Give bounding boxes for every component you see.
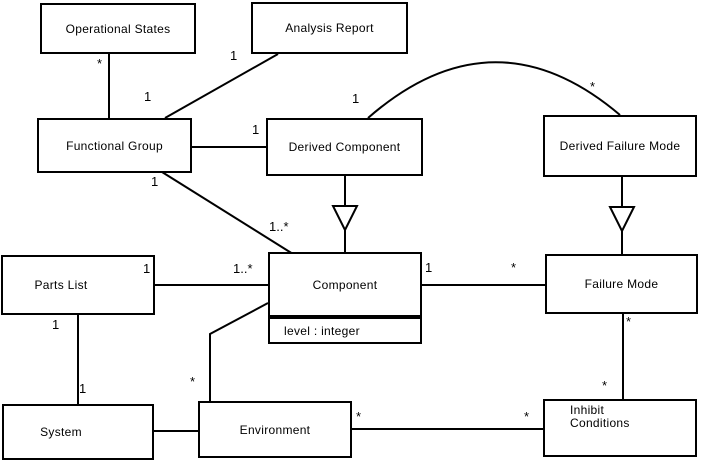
multiplicity-environment-top: *	[190, 374, 196, 389]
uml-class-parts-list: Parts List	[1, 255, 155, 315]
generalization-triangle-failure-mode	[608, 206, 636, 234]
multiplicity-derived-component-left: 1	[252, 122, 260, 137]
multiplicity-failure-mode-left: *	[511, 260, 517, 275]
uml-class-component-name-compartment: Component	[268, 252, 422, 317]
multiplicity-derived-failure-mode-arc-end: *	[590, 79, 596, 94]
uml-class-derived-component: Derived Component	[266, 118, 423, 176]
multiplicity-parts-list-bottom: 1	[52, 317, 60, 332]
uml-class-component-attribute-compartment: level : integer	[268, 317, 422, 344]
association-component-environment	[209, 302, 269, 401]
multiplicity-environment-right: *	[356, 409, 362, 424]
multiplicity-component-diagonal-end: 1..*	[269, 219, 289, 234]
association-functional-group-component	[161, 171, 294, 255]
multiplicity-component-right: 1	[425, 260, 433, 275]
uml-class-analysis-report: Analysis Report	[251, 2, 408, 54]
multiplicity-derived-component-arc-end: 1	[352, 91, 360, 106]
multiplicity-system-top: 1	[79, 381, 87, 396]
multiplicity-functional-group-bottom: 1	[151, 174, 159, 189]
multiplicity-operational-states-end: *	[97, 56, 103, 71]
uml-class-system: System	[2, 404, 154, 460]
multiplicity-inhibit-conditions-left: *	[524, 409, 530, 424]
association-analysis-report-functional-group	[164, 53, 279, 119]
uml-class-derived-failure-mode: Derived Failure Mode	[543, 115, 697, 177]
association-arc-derived-component-derived-failure-mode	[367, 61, 621, 119]
multiplicity-functional-group-top: 1	[144, 89, 152, 104]
multiplicity-component-left: 1..*	[233, 261, 253, 276]
uml-class-inhibit-conditions: Inhibit Conditions	[543, 399, 697, 457]
multiplicity-parts-list-right: 1	[143, 261, 151, 276]
generalization-triangle-component	[331, 205, 359, 233]
multiplicity-inhibit-conditions-top: *	[602, 378, 608, 393]
uml-class-environment: Environment	[198, 401, 352, 458]
uml-class-failure-mode: Failure Mode	[545, 254, 698, 314]
multiplicity-analysis-report-end: 1	[230, 48, 238, 63]
uml-class-functional-group: Functional Group	[37, 118, 192, 173]
uml-class-operational-states: Operational States	[40, 3, 196, 54]
multiplicity-failure-mode-bottom: *	[626, 314, 632, 329]
